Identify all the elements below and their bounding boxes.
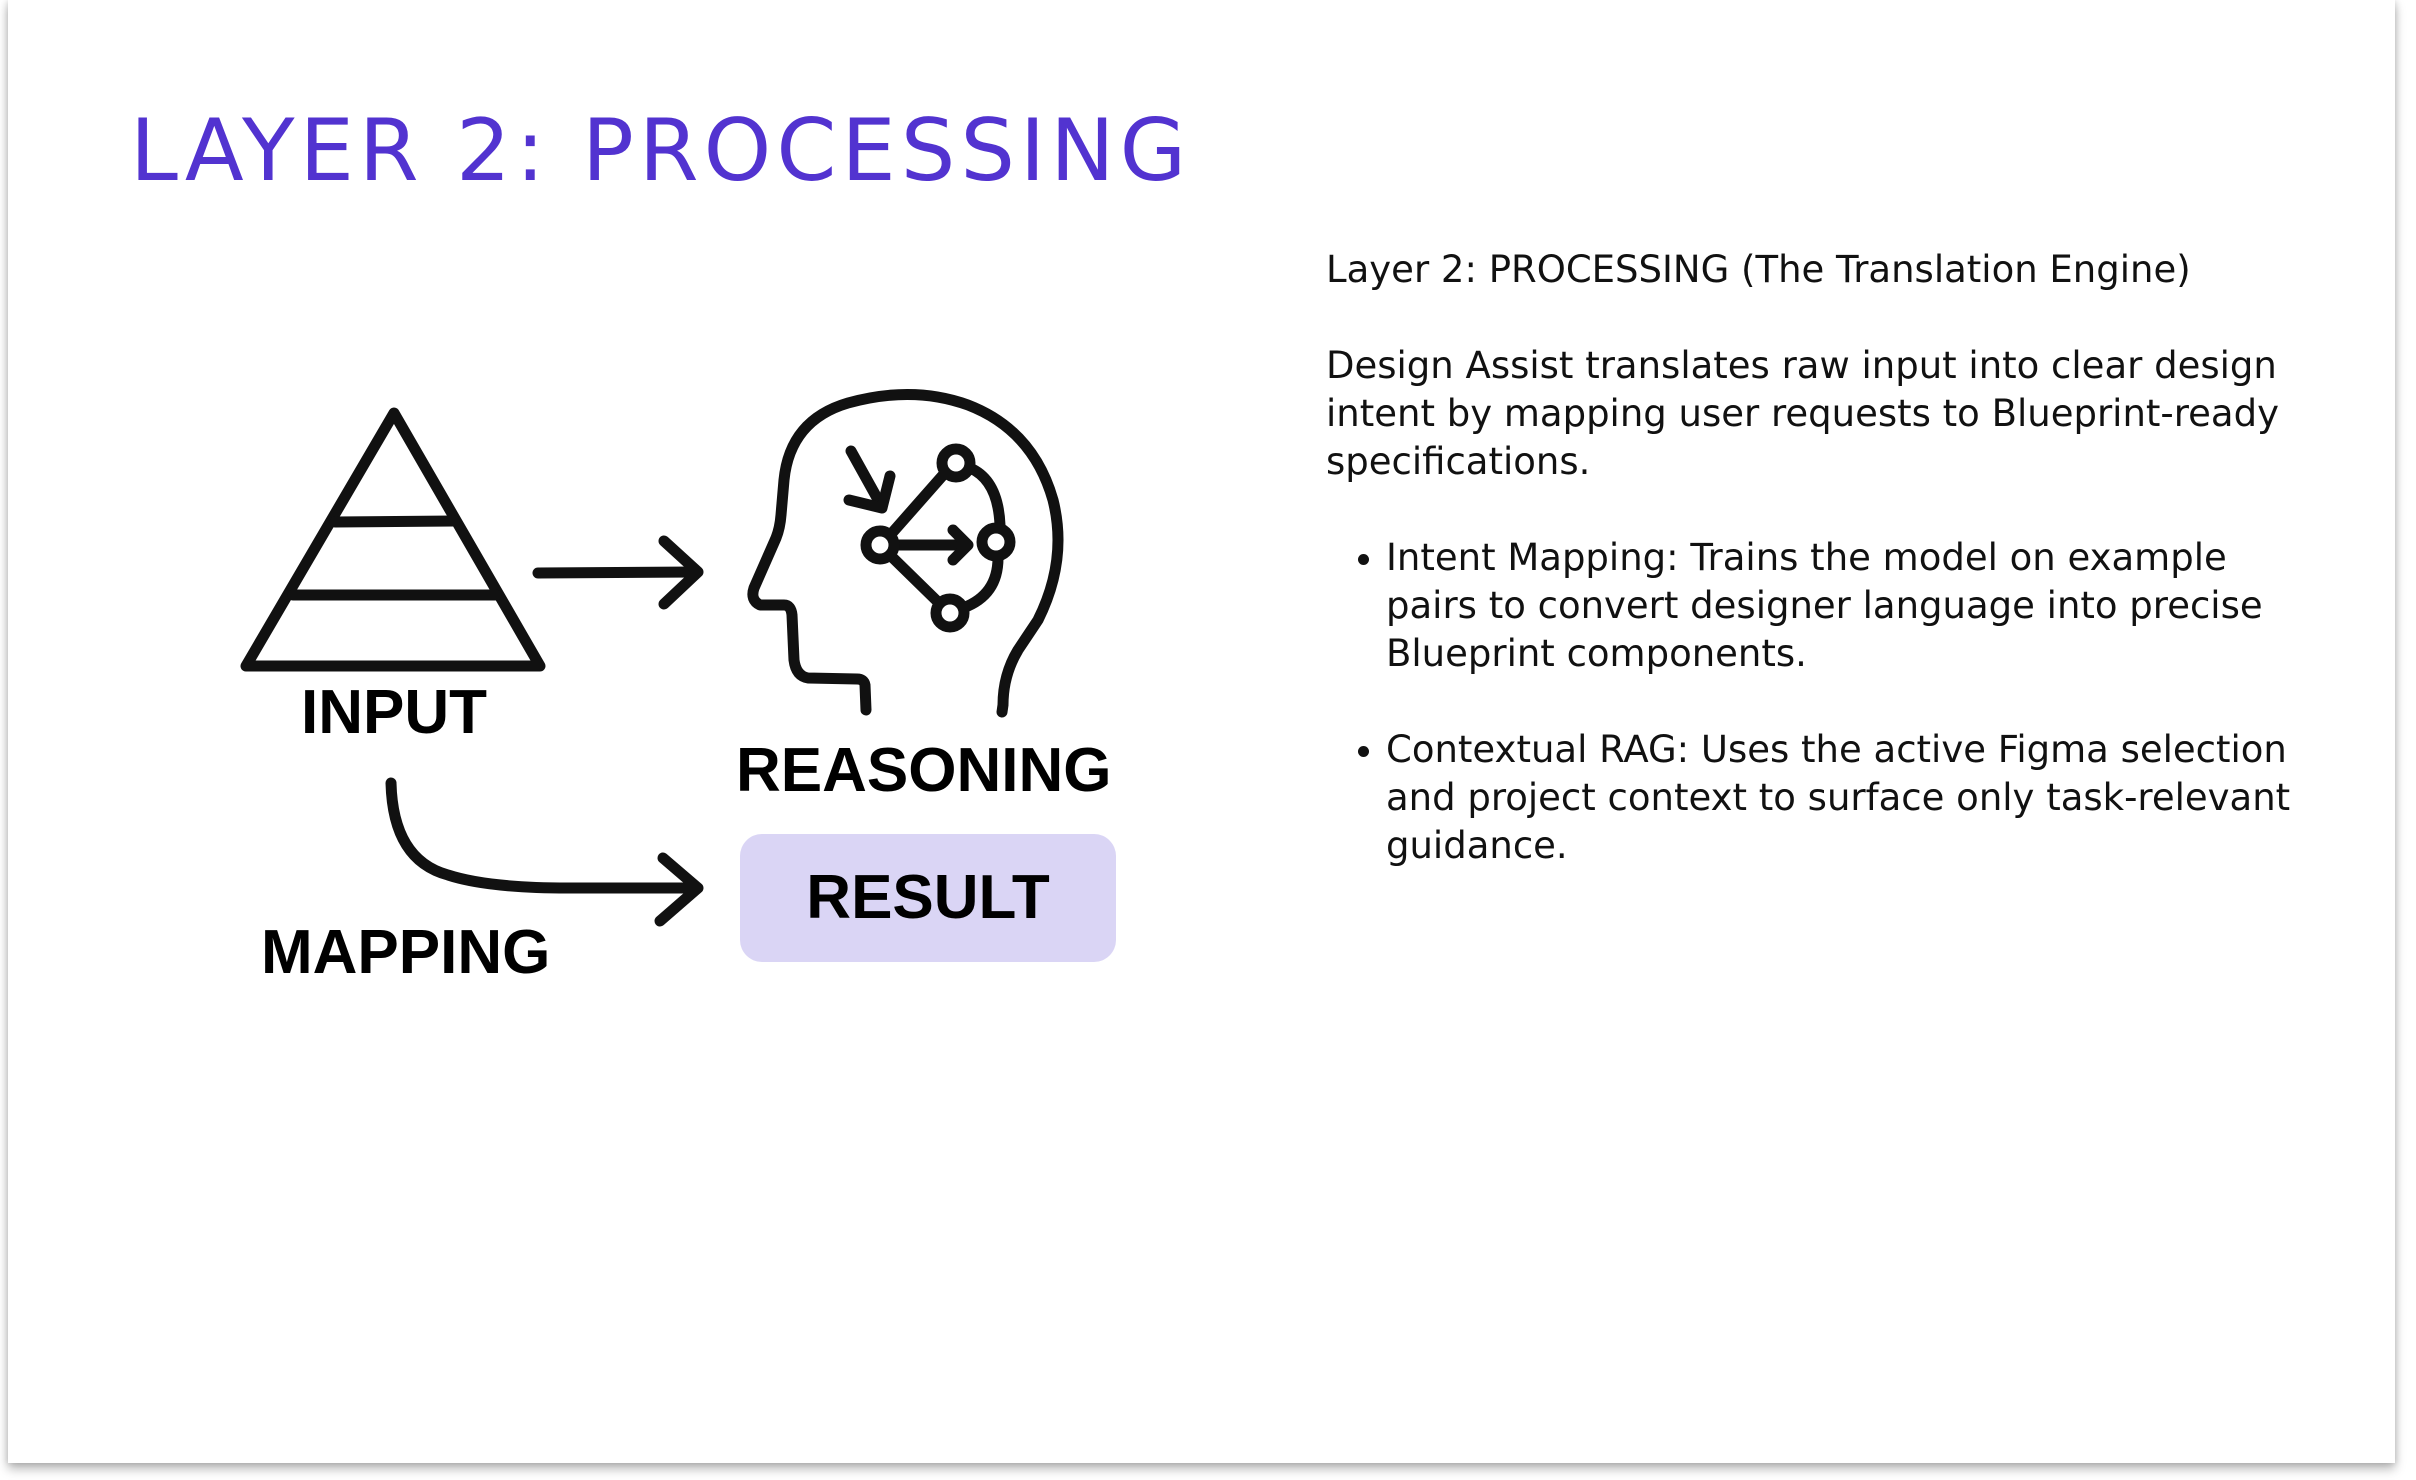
bullet-item: Intent Mapping: Trains the model on exam… <box>1326 534 2306 678</box>
result-label: RESULT <box>806 863 1050 932</box>
bullet-text: Intent Mapping: Trains the model on exam… <box>1386 536 2263 675</box>
bullet-dot-icon <box>1358 554 1369 565</box>
processing-diagram: INPUT REASONING MAPPING RESULT <box>8 0 1208 1100</box>
curved-arrow-icon <box>385 777 704 927</box>
head-network-icon <box>747 389 1064 718</box>
arrow-right-icon <box>532 535 704 610</box>
description-intro: Design Assist translates raw input into … <box>1326 344 2279 483</box>
bullet-item: Contextual RAG: Uses the active Figma se… <box>1326 726 2306 870</box>
description-panel: Layer 2: PROCESSING (The Translation Eng… <box>1326 246 2306 918</box>
bullet-dot-icon <box>1358 746 1369 757</box>
description-heading: Layer 2: PROCESSING (The Translation Eng… <box>1326 248 2191 291</box>
diagram-graphics <box>240 389 1064 927</box>
pyramid-icon <box>240 407 546 672</box>
bullet-text: Contextual RAG: Uses the active Figma se… <box>1386 728 2291 867</box>
input-label: INPUT <box>301 678 487 747</box>
slide-canvas: LAYER 2: PROCESSING <box>8 0 2395 1463</box>
reasoning-label: REASONING <box>736 736 1112 805</box>
mapping-label: MAPPING <box>261 918 551 987</box>
bullet-list: Intent Mapping: Trains the model on exam… <box>1326 534 2306 870</box>
slide-title: LAYER 2: PROCESSING <box>130 101 1192 201</box>
result-badge: RESULT <box>740 834 1116 962</box>
